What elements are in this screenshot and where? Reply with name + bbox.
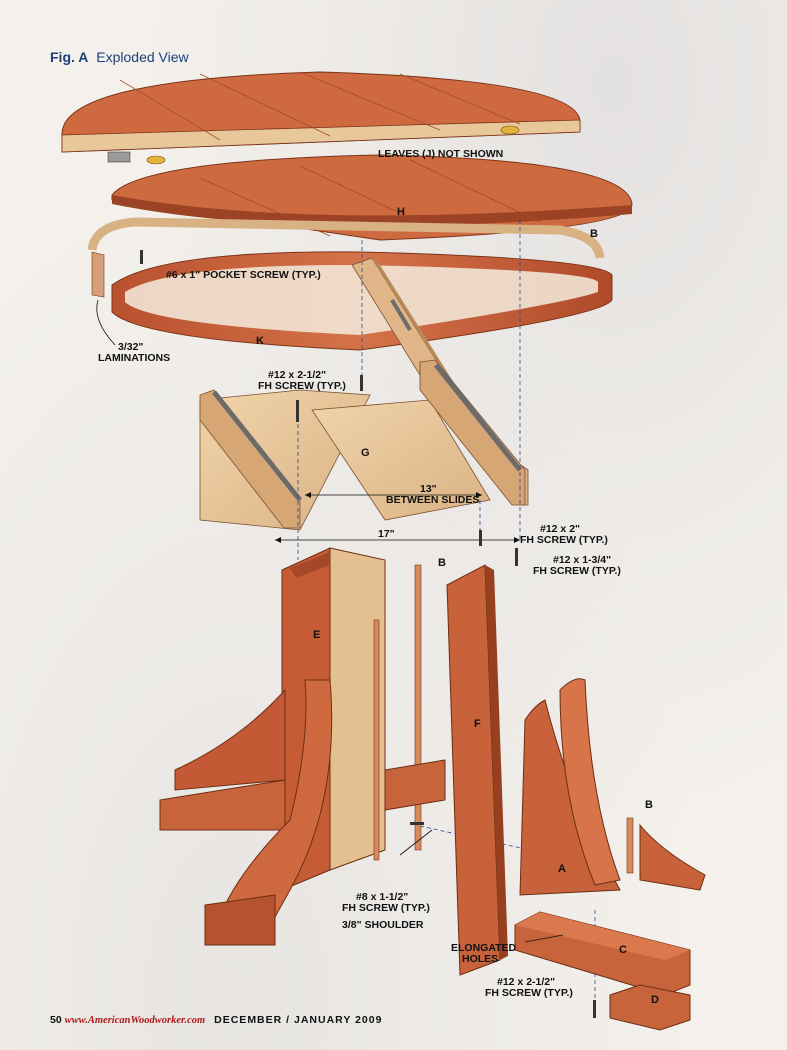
- label-fh-screw-2-size: #12 x 2": [540, 523, 580, 535]
- foot-block-c: [514, 911, 691, 996]
- part-b-top: B: [590, 228, 598, 240]
- label-laminations: LAMINATIONS: [98, 352, 170, 364]
- foot-pad-d: [609, 984, 691, 1031]
- label-shoulder: 3/8" SHOULDER: [342, 919, 424, 931]
- figure-number: Fig. A: [50, 49, 89, 65]
- fh-screw-icon-6: [593, 1000, 596, 1018]
- label-fh-screw-134-size: #12 x 1-3/4": [553, 554, 611, 566]
- tabletop-half-top: [61, 71, 581, 165]
- part-a: A: [558, 863, 566, 875]
- page-footer: 50 www.AmericanWoodworker.com DECEMBER /…: [50, 1014, 382, 1026]
- part-h: H: [397, 206, 405, 218]
- part-k: K: [256, 335, 264, 347]
- label-fh-screw-top: FH SCREW (TYP.): [258, 380, 346, 392]
- label-laminations-dim: 3/32": [118, 341, 143, 353]
- part-g: G: [361, 447, 370, 459]
- slide-assembly-g: [199, 359, 526, 531]
- corbel-a: [519, 678, 706, 896]
- part-d: D: [651, 994, 659, 1006]
- screws: [140, 250, 596, 1018]
- label-fh-screw-bot-size: #12 x 2-1/2": [497, 976, 555, 988]
- page-number: 50: [50, 1014, 62, 1026]
- pocket-screw-icon: [140, 250, 143, 264]
- part-e: E: [313, 629, 320, 641]
- fh-screw-icon-4: [360, 375, 363, 391]
- label-13-in: 13": [420, 483, 437, 495]
- part-f: F: [474, 718, 481, 730]
- part-b-small: B: [645, 799, 653, 811]
- fh-screw-icon-3: [515, 548, 518, 566]
- label-elongated: ELONGATED: [451, 942, 517, 954]
- part-b-dowel: B: [438, 557, 446, 569]
- label-pocket-screw: #6 x 1" POCKET SCREW (TYP.): [166, 269, 321, 281]
- apron-ring-k: [111, 251, 613, 351]
- label-holes: HOLES: [462, 953, 498, 965]
- label-leaves-note: LEAVES (J) NOT SHOWN: [378, 148, 503, 160]
- label-17-in: 17": [378, 528, 395, 540]
- fh-screw-icon: [296, 400, 299, 422]
- leader-lines: [96, 299, 564, 943]
- part-c: C: [619, 944, 627, 956]
- fh-screw-icon-5: [410, 822, 424, 825]
- footer-issue: DECEMBER / JANUARY 2009: [214, 1014, 383, 1026]
- label-fh-screw-top-size: #12 x 2-1/2": [268, 369, 326, 381]
- label-fh-screw-bot: FH SCREW (TYP.): [485, 987, 573, 999]
- side-panel-f: [446, 564, 508, 976]
- tabletop-half-h: [111, 154, 633, 241]
- pedestal-feet-left: [159, 679, 446, 946]
- label-fh-screw-8: FH SCREW (TYP.): [342, 902, 430, 914]
- label-between-slides: BETWEEN SLIDES: [386, 494, 479, 506]
- label-fh-screw-2: FH SCREW (TYP.): [520, 534, 608, 546]
- figure-subtitle: Exploded View: [96, 49, 189, 65]
- dowel-b: [373, 564, 422, 861]
- figure-title: Fig. A Exploded View: [50, 49, 189, 65]
- label-fh-screw-134: FH SCREW (TYP.): [533, 565, 621, 577]
- footer-url[interactable]: www.AmericanWoodworker.com: [64, 1015, 206, 1026]
- fh-screw-icon-2: [479, 530, 482, 546]
- label-fh-screw-8-size: #8 x 1-1/2": [356, 891, 408, 903]
